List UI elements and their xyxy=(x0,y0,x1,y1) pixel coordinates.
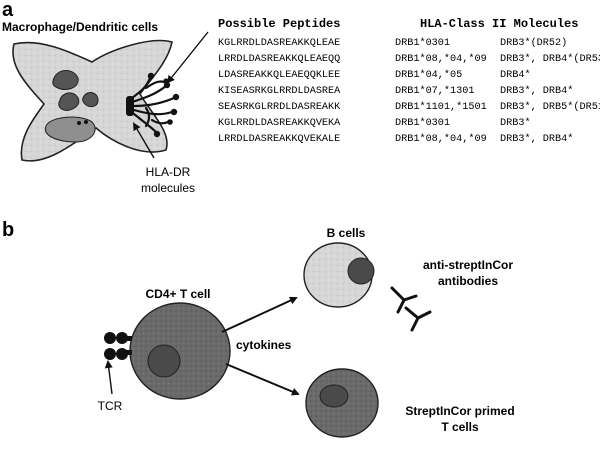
peptide-cell: LDASREAKKQLEAEQQKLEE xyxy=(218,70,340,81)
drb1-cell: DRB1*07,*1301 xyxy=(395,85,474,97)
organelle-3 xyxy=(82,92,99,108)
primed-t-cells-line1: StreptInCor primed xyxy=(405,404,514,418)
cd4-nucleus xyxy=(147,344,181,378)
table-row: SEASRKGLRRDLDASREAKK DRB1*1101,*1501 DRB3*… xyxy=(218,101,600,113)
drb1-cell: DRB1*08,*04,*09 xyxy=(395,53,487,65)
organelle-1 xyxy=(52,70,79,91)
drb1-cell: DRB1*04,*05 xyxy=(395,69,462,81)
table-row: LRRDLDASREAKKQVEKALE DRB1*08,*04,*09 DRB3*… xyxy=(218,133,573,145)
organelle-nucleus xyxy=(44,116,96,143)
drb3-cell: DRB3*, DRB4*(DR53) xyxy=(500,53,600,65)
b-cell-nucleus xyxy=(347,257,375,285)
drb3-cell: DRB4* xyxy=(500,69,531,81)
arrow-to-b-cells xyxy=(221,296,298,333)
drb3-cell: DRB3*, DRB5*(DR51) xyxy=(500,101,600,113)
primed-t-cell-nucleus xyxy=(319,384,349,408)
antibodies xyxy=(390,286,432,332)
table-row: KISEASRKGLRRDLDASREA DRB1*07,*1301 DRB3*, … xyxy=(218,85,573,97)
hla-dr-heads xyxy=(147,72,180,138)
peptide-arrow xyxy=(166,31,209,84)
tcr-arrow xyxy=(104,360,113,395)
peptide-cell: KGLRRDLDASREAKKQVEKA xyxy=(218,118,341,129)
antibodies-label-line2: antibodies xyxy=(438,274,498,288)
primed-t-cells-line2: T cells xyxy=(441,420,479,434)
drb1-cell: DRB1*08,*04,*09 xyxy=(395,133,487,145)
peptide-table: KGLRRDLDASREAKKQLEAE DRB1*0301 DRB3*(DR52)… xyxy=(218,37,600,145)
peptide-cell: SEASRKGLRRDLDASREAKK xyxy=(218,102,341,113)
hla-dr-label-line2: molecules xyxy=(141,181,195,195)
drb3-cell: DRB3*, DRB4* xyxy=(500,133,573,145)
membrane-anchor xyxy=(126,96,134,116)
peptides-header: Possible Peptides xyxy=(218,17,340,31)
hla-dr-label-arrow xyxy=(132,122,155,159)
antibodies-label-line1: anti-streptInCor xyxy=(423,258,513,272)
peptide-cell: KISEASRKGLRRDLDASREA xyxy=(218,86,341,97)
nucleus-dot-2 xyxy=(84,120,88,124)
organelle-2 xyxy=(58,92,80,111)
drb1-cell: DRB1*0301 xyxy=(395,37,450,49)
drb3-cell: DRB3*(DR52) xyxy=(500,37,567,49)
hla-class-header: HLA-Class II Molecules xyxy=(420,17,578,31)
drb3-cell: DRB3* xyxy=(500,117,531,129)
panel-a-label: a xyxy=(2,0,14,21)
table-row: LDASREAKKQLEAEQQKLEE DRB1*04,*05 DRB4* xyxy=(218,69,531,81)
hla-dr-molecules xyxy=(130,76,176,134)
table-row: KGLRRDLDASREAKKQLEAE DRB1*0301 DRB3*(DR52) xyxy=(218,37,567,49)
drb1-cell: DRB1*1101,*1501 xyxy=(395,101,487,113)
drb3-cell: DRB3*, DRB4* xyxy=(500,85,573,97)
peptide-cell: LRRDLDASREAKKQLEAEQQ xyxy=(218,54,340,65)
table-row: LRRDLDASREAKKQLEAEQQ DRB1*08,*04,*09 DRB3*… xyxy=(218,53,600,65)
nucleus-dot-1 xyxy=(77,121,81,125)
tcr-label: TCR xyxy=(98,399,123,413)
cd4-t-cell xyxy=(129,302,231,400)
arrow-to-primed-t-cells xyxy=(225,363,300,396)
hla-dr-label-line1: HLA-DR xyxy=(146,165,191,179)
drb1-cell: DRB1*0301 xyxy=(395,117,450,129)
b-cells-label: B cells xyxy=(327,226,366,240)
peptide-cell: LRRDLDASREAKKQVEKALE xyxy=(218,134,340,145)
table-row: KGLRRDLDASREAKKQVEKA DRB1*0301 DRB3* xyxy=(218,117,531,129)
cytokines-label: cytokines xyxy=(236,338,292,352)
tcr-receptors xyxy=(104,332,132,360)
peptide-cell: KGLRRDLDASREAKKQLEAE xyxy=(218,38,340,49)
cell-type-title: Macrophage/Dendritic cells xyxy=(2,20,158,34)
panel-b-label: b xyxy=(2,219,14,241)
cd4-label: CD4+ T cell xyxy=(145,287,210,301)
